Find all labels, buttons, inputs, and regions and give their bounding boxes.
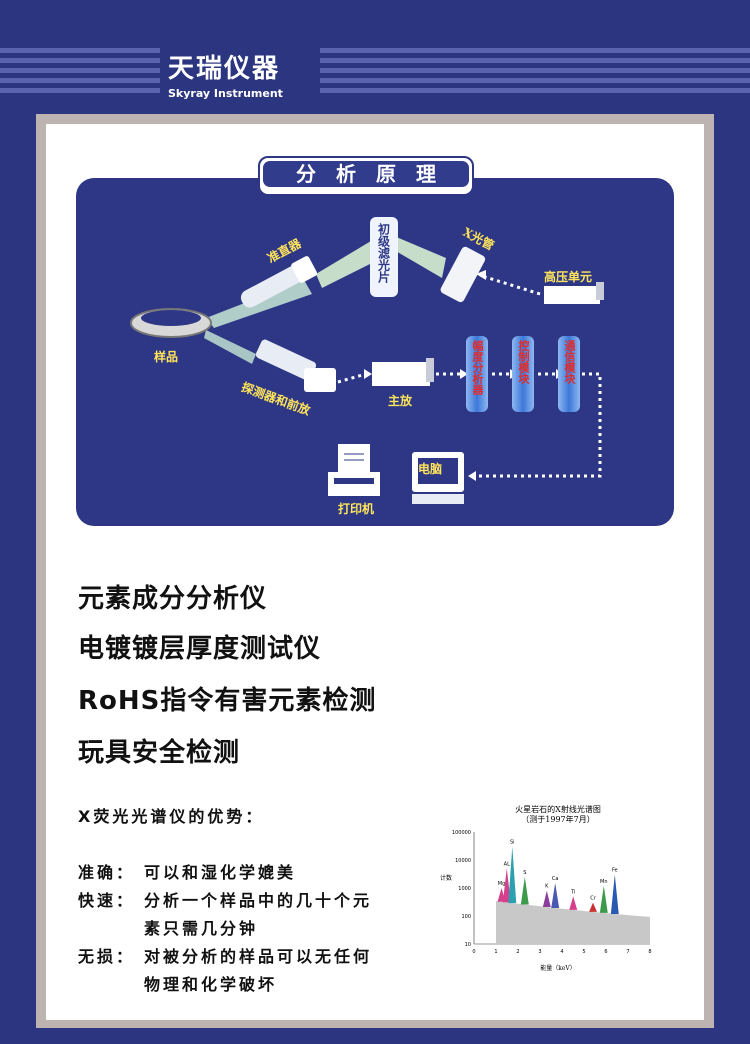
chart-ytick-label: 10000: [455, 858, 471, 864]
chart-ytick-label: 100000: [452, 830, 471, 836]
chart-ytick-label: 100: [461, 914, 471, 920]
label-computer: 电脑: [418, 462, 443, 476]
chart-peak-label: Fe: [612, 868, 618, 874]
collimator-icon: [240, 256, 318, 308]
main-amp-box: [372, 362, 430, 386]
diagram-title: 分析原理: [258, 156, 474, 196]
advantage-key-2: 无损：: [78, 947, 136, 966]
chart-peak: [551, 883, 560, 908]
chart-continuum: [496, 901, 650, 944]
chart-title: 火星岩石的X射线光谱图: [515, 804, 601, 814]
advantage-key-1: 快速：: [78, 891, 136, 910]
chart-subtitle: （测于1997年7月）: [521, 814, 594, 824]
beam-collimator: [206, 280, 312, 328]
advantages-heading: X荧光光谱仪的优势：: [78, 807, 265, 826]
chart-xtick-label: 0: [472, 949, 475, 955]
header-stripes: [0, 40, 750, 110]
feature-3: 玩具安全检测: [78, 738, 241, 768]
chart-peak: [589, 902, 597, 912]
xray-tube-icon: [440, 246, 486, 303]
signal-arrows: [337, 274, 602, 478]
principle-diagram: 准直器 X光管 高压单元 样品 探测器和前放 主放 电脑 打印机 幅度分析器 控…: [76, 178, 674, 526]
beam-tube: [394, 236, 446, 278]
chart-ylabel: 计数: [440, 874, 452, 882]
label-comm: 通信模块: [563, 340, 576, 384]
chart-xtick-label: 4: [560, 949, 563, 955]
chart-peak: [599, 885, 608, 913]
detector-icon: [255, 339, 336, 392]
advantage-line-1-0: 分析一个样品中的几十个元: [144, 891, 373, 910]
advantage-key-0: 准确：: [78, 863, 136, 882]
chart-peak: [569, 896, 578, 910]
chart-ytick-label: 1000: [458, 886, 471, 892]
chart-peak-label: Si: [510, 840, 515, 846]
chart-peak-label: Ti: [570, 889, 575, 895]
primary-filter: 初级滤光片: [370, 217, 398, 297]
label-sample: 样品: [154, 350, 179, 364]
feature-2: RoHS指令有害元素检测: [78, 686, 377, 716]
hv-unit-box: [544, 286, 600, 304]
chart-peak-label: AL: [504, 861, 510, 867]
brand-logo: 天瑞仪器 Skyray Instrument: [168, 48, 283, 100]
diagram-drawing: [130, 236, 604, 504]
chart-peak-label: K: [545, 884, 549, 890]
chart-peak: [542, 890, 551, 908]
advantage-line-2-1: 物理和化学破坏: [144, 975, 278, 994]
control-module: 控制模块: [512, 336, 534, 412]
chart-peak-label: Cr: [590, 896, 596, 902]
label-control: 控制模块: [517, 340, 530, 384]
feature-1: 电镀镀层厚度测试仪: [78, 634, 322, 664]
chart-xtick-label: 5: [582, 949, 585, 955]
label-printer: 打印机: [338, 502, 375, 516]
brand-name-en: Skyray Instrument: [168, 87, 283, 100]
chart-xtick-label: 1: [494, 949, 497, 955]
chart-peak: [610, 874, 619, 914]
chart-ytick-label: 10: [465, 942, 471, 948]
computer-icon: [412, 452, 464, 504]
chart-xtick-label: 8: [648, 949, 651, 955]
advantage-line-1-1: 素只需几分钟: [144, 919, 259, 938]
beam-filter: [316, 238, 382, 288]
chart-peak: [520, 876, 529, 905]
spectrum-chart: 火星岩石的X射线光谱图 （测于1997年7月） 计数 能量（keV） 10000…: [440, 804, 652, 972]
chart-xtick-label: 7: [626, 949, 629, 955]
brand-name-cn: 天瑞仪器: [168, 54, 281, 84]
chart-xtick-label: 6: [604, 949, 607, 955]
label-main-amp: 主放: [388, 394, 413, 408]
chart-peak: [502, 868, 511, 903]
printer-icon: [328, 444, 380, 496]
pha-module: 幅度分析器: [466, 336, 488, 412]
chart-xtick-label: 3: [538, 949, 541, 955]
comm-module: 通信模块: [558, 336, 580, 412]
chart-peak-label: Ca: [552, 876, 559, 882]
beam-detector: [204, 330, 256, 364]
label-hv-unit: 高压单元: [544, 270, 593, 284]
label-primary-filter: 初级滤光片: [376, 223, 391, 283]
chart-peak-label: Mg: [498, 881, 506, 887]
label-pha: 幅度分析器: [471, 340, 484, 395]
diagram-title-text: 分析原理: [263, 161, 469, 187]
chart-peak: [508, 846, 517, 904]
advantage-line-0-0: 可以和湿化学媲美: [144, 863, 297, 882]
chart-xlabel: 能量（keV）: [540, 964, 576, 972]
chart-xtick-label: 2: [516, 949, 519, 955]
chart-peak-label: Mn: [600, 879, 607, 885]
chart-peak-label: S: [523, 870, 526, 876]
advantage-line-2-0: 对被分析的样品可以无任何: [144, 947, 373, 966]
feature-0: 元素成分分析仪: [78, 584, 268, 614]
